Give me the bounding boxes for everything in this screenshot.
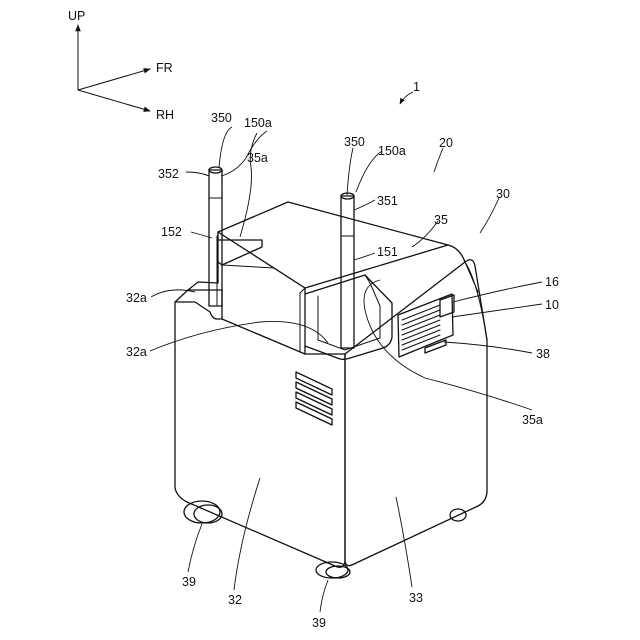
side-face bbox=[345, 260, 487, 566]
top-front-edge bbox=[222, 319, 345, 354]
top-left-edge bbox=[175, 290, 222, 319]
label-1: 1 bbox=[413, 80, 420, 94]
wheel-left bbox=[184, 501, 222, 523]
right-arrow bbox=[78, 90, 150, 111]
lid-ridge bbox=[300, 288, 305, 352]
label-150a-right: 150a bbox=[378, 144, 406, 158]
recess-corner bbox=[365, 275, 380, 306]
label-352: 352 bbox=[158, 167, 179, 181]
side-vent bbox=[398, 294, 454, 357]
label-30: 30 bbox=[496, 187, 510, 201]
label-150a-left: 150a bbox=[244, 116, 272, 130]
label-33: 33 bbox=[409, 591, 423, 605]
label-152: 152 bbox=[161, 225, 182, 239]
label-350-right: 350 bbox=[344, 135, 365, 149]
wheel-front bbox=[316, 562, 350, 578]
side-corner-edge bbox=[465, 262, 478, 292]
axis-front-label: FR bbox=[156, 61, 173, 75]
front-arrow bbox=[78, 69, 150, 90]
label-32: 32 bbox=[228, 593, 242, 607]
axis-indicator: UP FR RH bbox=[68, 9, 174, 122]
label-16: 16 bbox=[545, 275, 559, 289]
label-35a-top: 35a bbox=[247, 151, 268, 165]
left-pole bbox=[209, 167, 222, 306]
wheels bbox=[184, 501, 466, 578]
label-35: 35 bbox=[434, 213, 448, 227]
lid-35 bbox=[188, 202, 465, 290]
label-39-bottom: 39 bbox=[312, 616, 326, 630]
reference-labels: 1 20 30 350 150a 352 35a 152 350 150a 35… bbox=[126, 80, 559, 630]
label-32a-left: 32a bbox=[126, 291, 147, 305]
notch-fold bbox=[222, 265, 305, 288]
label-39-left: 39 bbox=[182, 575, 196, 589]
front-vent bbox=[296, 372, 332, 425]
label-351: 351 bbox=[377, 194, 398, 208]
label-32a-inner: 32a bbox=[126, 345, 147, 359]
label-20: 20 bbox=[439, 136, 453, 150]
axis-up-label: UP bbox=[68, 9, 85, 23]
label-350-left: 350 bbox=[211, 111, 232, 125]
left-notch-35a bbox=[218, 240, 262, 265]
label-35a-bottom: 35a bbox=[522, 413, 543, 427]
label-151: 151 bbox=[377, 245, 398, 259]
label-10: 10 bbox=[545, 298, 559, 312]
label-38: 38 bbox=[536, 347, 550, 361]
axis-right-label: RH bbox=[156, 108, 174, 122]
